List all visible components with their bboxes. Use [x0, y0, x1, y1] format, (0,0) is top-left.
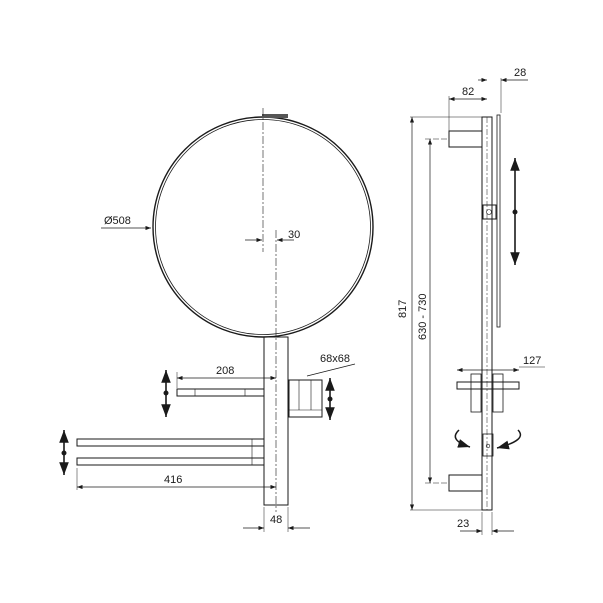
towel-bar-upper	[76, 438, 265, 447]
dim-shelf-width: 208	[216, 365, 234, 377]
cup-holder	[288, 379, 323, 418]
dim-mirror-diameter: Ø508	[104, 215, 131, 227]
dim-mirror-offset: 30	[288, 229, 300, 241]
dim-column-width: 48	[270, 514, 282, 526]
front-view	[59, 108, 374, 532]
dim-column-depth: 23	[457, 518, 469, 530]
dim-total-height: 817	[397, 300, 409, 318]
dim-mirror-depth: 28	[514, 67, 526, 79]
dim-cup-size: 68x68	[320, 353, 350, 365]
shelf	[176, 388, 265, 397]
side-view	[409, 77, 545, 535]
side-shelf	[456, 381, 520, 390]
dim-towel-bar-width: 416	[164, 474, 182, 486]
side-mirror	[496, 114, 501, 328]
dim-shelf-depth: 127	[523, 355, 541, 367]
towel-bar-lower	[76, 457, 265, 466]
dim-arm-depth: 82	[462, 86, 474, 98]
dim-adjustable-range: 630 - 730	[417, 294, 429, 340]
column	[263, 336, 289, 506]
